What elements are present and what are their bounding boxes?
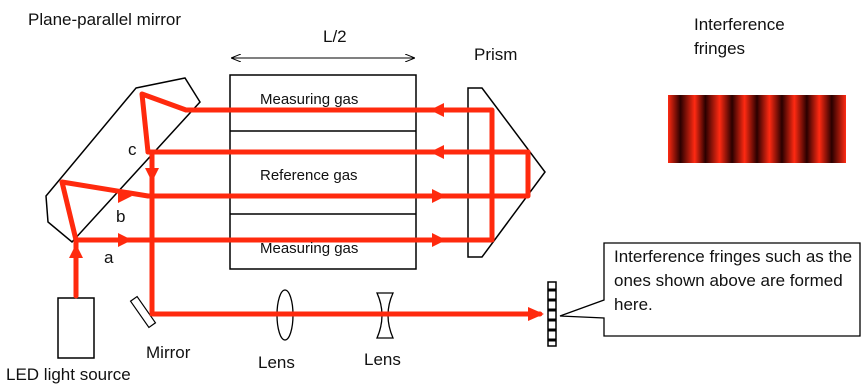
prism (467, 87, 546, 258)
arrowhead (118, 233, 132, 247)
arrowhead (432, 233, 446, 247)
interference-fringes-image (668, 95, 846, 163)
light-beams (59, 91, 543, 317)
callout-box (559, 242, 861, 337)
beam-plate-internal-upper (139, 91, 189, 155)
reference-gas-label: Reference gas (260, 167, 358, 184)
arrowhead (430, 103, 444, 117)
beam-arrowheads (69, 103, 544, 321)
plane-parallel-mirror (45, 77, 201, 244)
small-mirror (129, 295, 157, 329)
arrowhead (69, 244, 83, 258)
point-a-label: a (104, 248, 114, 267)
led-light-source (57, 297, 95, 359)
point-b-label: b (116, 207, 125, 226)
gas-cell (229, 74, 417, 270)
beam-prism-outer (467, 107, 495, 243)
arrowhead (432, 189, 446, 203)
mirror-title: Plane-parallel mirror (28, 10, 181, 29)
light-source-label: LED light source (6, 365, 131, 384)
arrowhead (430, 145, 444, 159)
arrowhead (118, 189, 132, 203)
fringes-title-line2: fringes (694, 39, 745, 58)
measuring-gas-bottom-label: Measuring gas (260, 240, 358, 257)
prism-label: Prism (474, 45, 517, 64)
half-length-label: L/2 (323, 27, 347, 46)
arrowhead (528, 307, 544, 321)
mirror-label: Mirror (146, 343, 191, 362)
measuring-gas-top-label: Measuring gas (260, 91, 358, 108)
lens-2-label: Lens (364, 350, 401, 369)
detector-screen (547, 281, 557, 347)
beam-prism-inner (467, 149, 531, 199)
callout-text: Interference fringes such as the ones sh… (614, 247, 853, 314)
lens-1-label: Lens (258, 353, 295, 372)
arrowhead (145, 168, 159, 182)
fringes-title-line1: Interference (694, 15, 785, 34)
point-c-label: c (128, 140, 137, 159)
